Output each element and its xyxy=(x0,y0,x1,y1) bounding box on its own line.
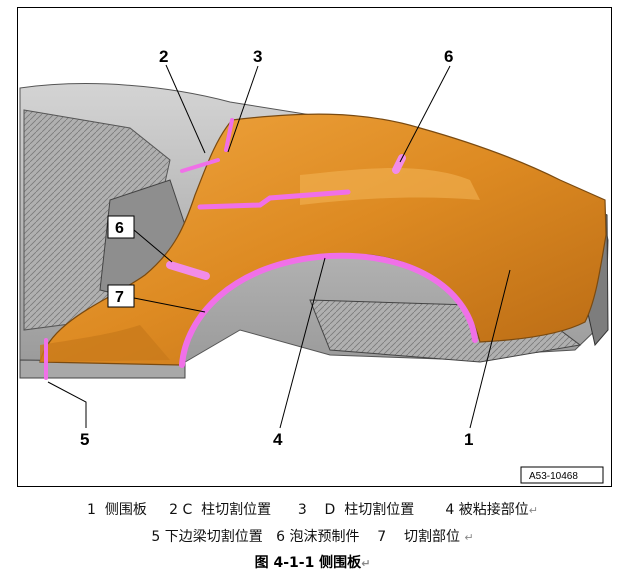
caption-line-1: 1 侧围板 2 C 柱切割位置 3 D 柱切割位置 4 被粘接部位↵ xyxy=(0,499,625,519)
reference-code: A53-10468 xyxy=(529,471,578,482)
figure-title: 图 4-1-1 侧围板↵ xyxy=(0,552,625,572)
callout-5: 5 xyxy=(80,430,89,449)
bonded-area-arc xyxy=(179,252,478,368)
callout-2: 2 xyxy=(159,47,168,66)
paragraph-mark: ↵ xyxy=(528,504,538,517)
side-panel-diagram: 2 3 6 6 7 5 4 1 A53-10468 xyxy=(19,47,609,484)
d-pillar-cut xyxy=(224,118,234,152)
caption-line-2-text: 5 下边梁切割位置 6 泡沫预制件 7 切割部位 xyxy=(151,529,460,545)
callout-box-7 xyxy=(107,284,135,308)
paragraph-mark: ↵ xyxy=(464,531,474,544)
foam-part-side xyxy=(166,261,210,280)
callout-7: 7 xyxy=(115,289,124,306)
cut-section-line xyxy=(197,189,351,210)
callout-1: 1 xyxy=(464,430,473,449)
callout-6-side: 6 xyxy=(115,220,124,237)
callout-6-top: 6 xyxy=(444,47,453,66)
side-panel-orange xyxy=(39,113,607,366)
leader-lines xyxy=(47,64,511,429)
callout-4: 4 xyxy=(273,430,283,449)
paragraph-mark: ↵ xyxy=(361,557,371,570)
caption-line-1-text: 1 侧围板 2 C 柱切割位置 3 D 柱切割位置 4 被粘接部位 xyxy=(87,502,529,518)
callout-box-6-side xyxy=(107,215,135,239)
reference-code-box xyxy=(520,466,604,484)
c-pillar-cut xyxy=(180,158,220,173)
caption-line-2: 5 下边梁切割位置 6 泡沫预制件 7 切割部位 ↵ xyxy=(0,526,625,546)
figure-title-text: 图 4-1-1 侧围板 xyxy=(254,555,362,571)
callout-3: 3 xyxy=(253,47,262,66)
